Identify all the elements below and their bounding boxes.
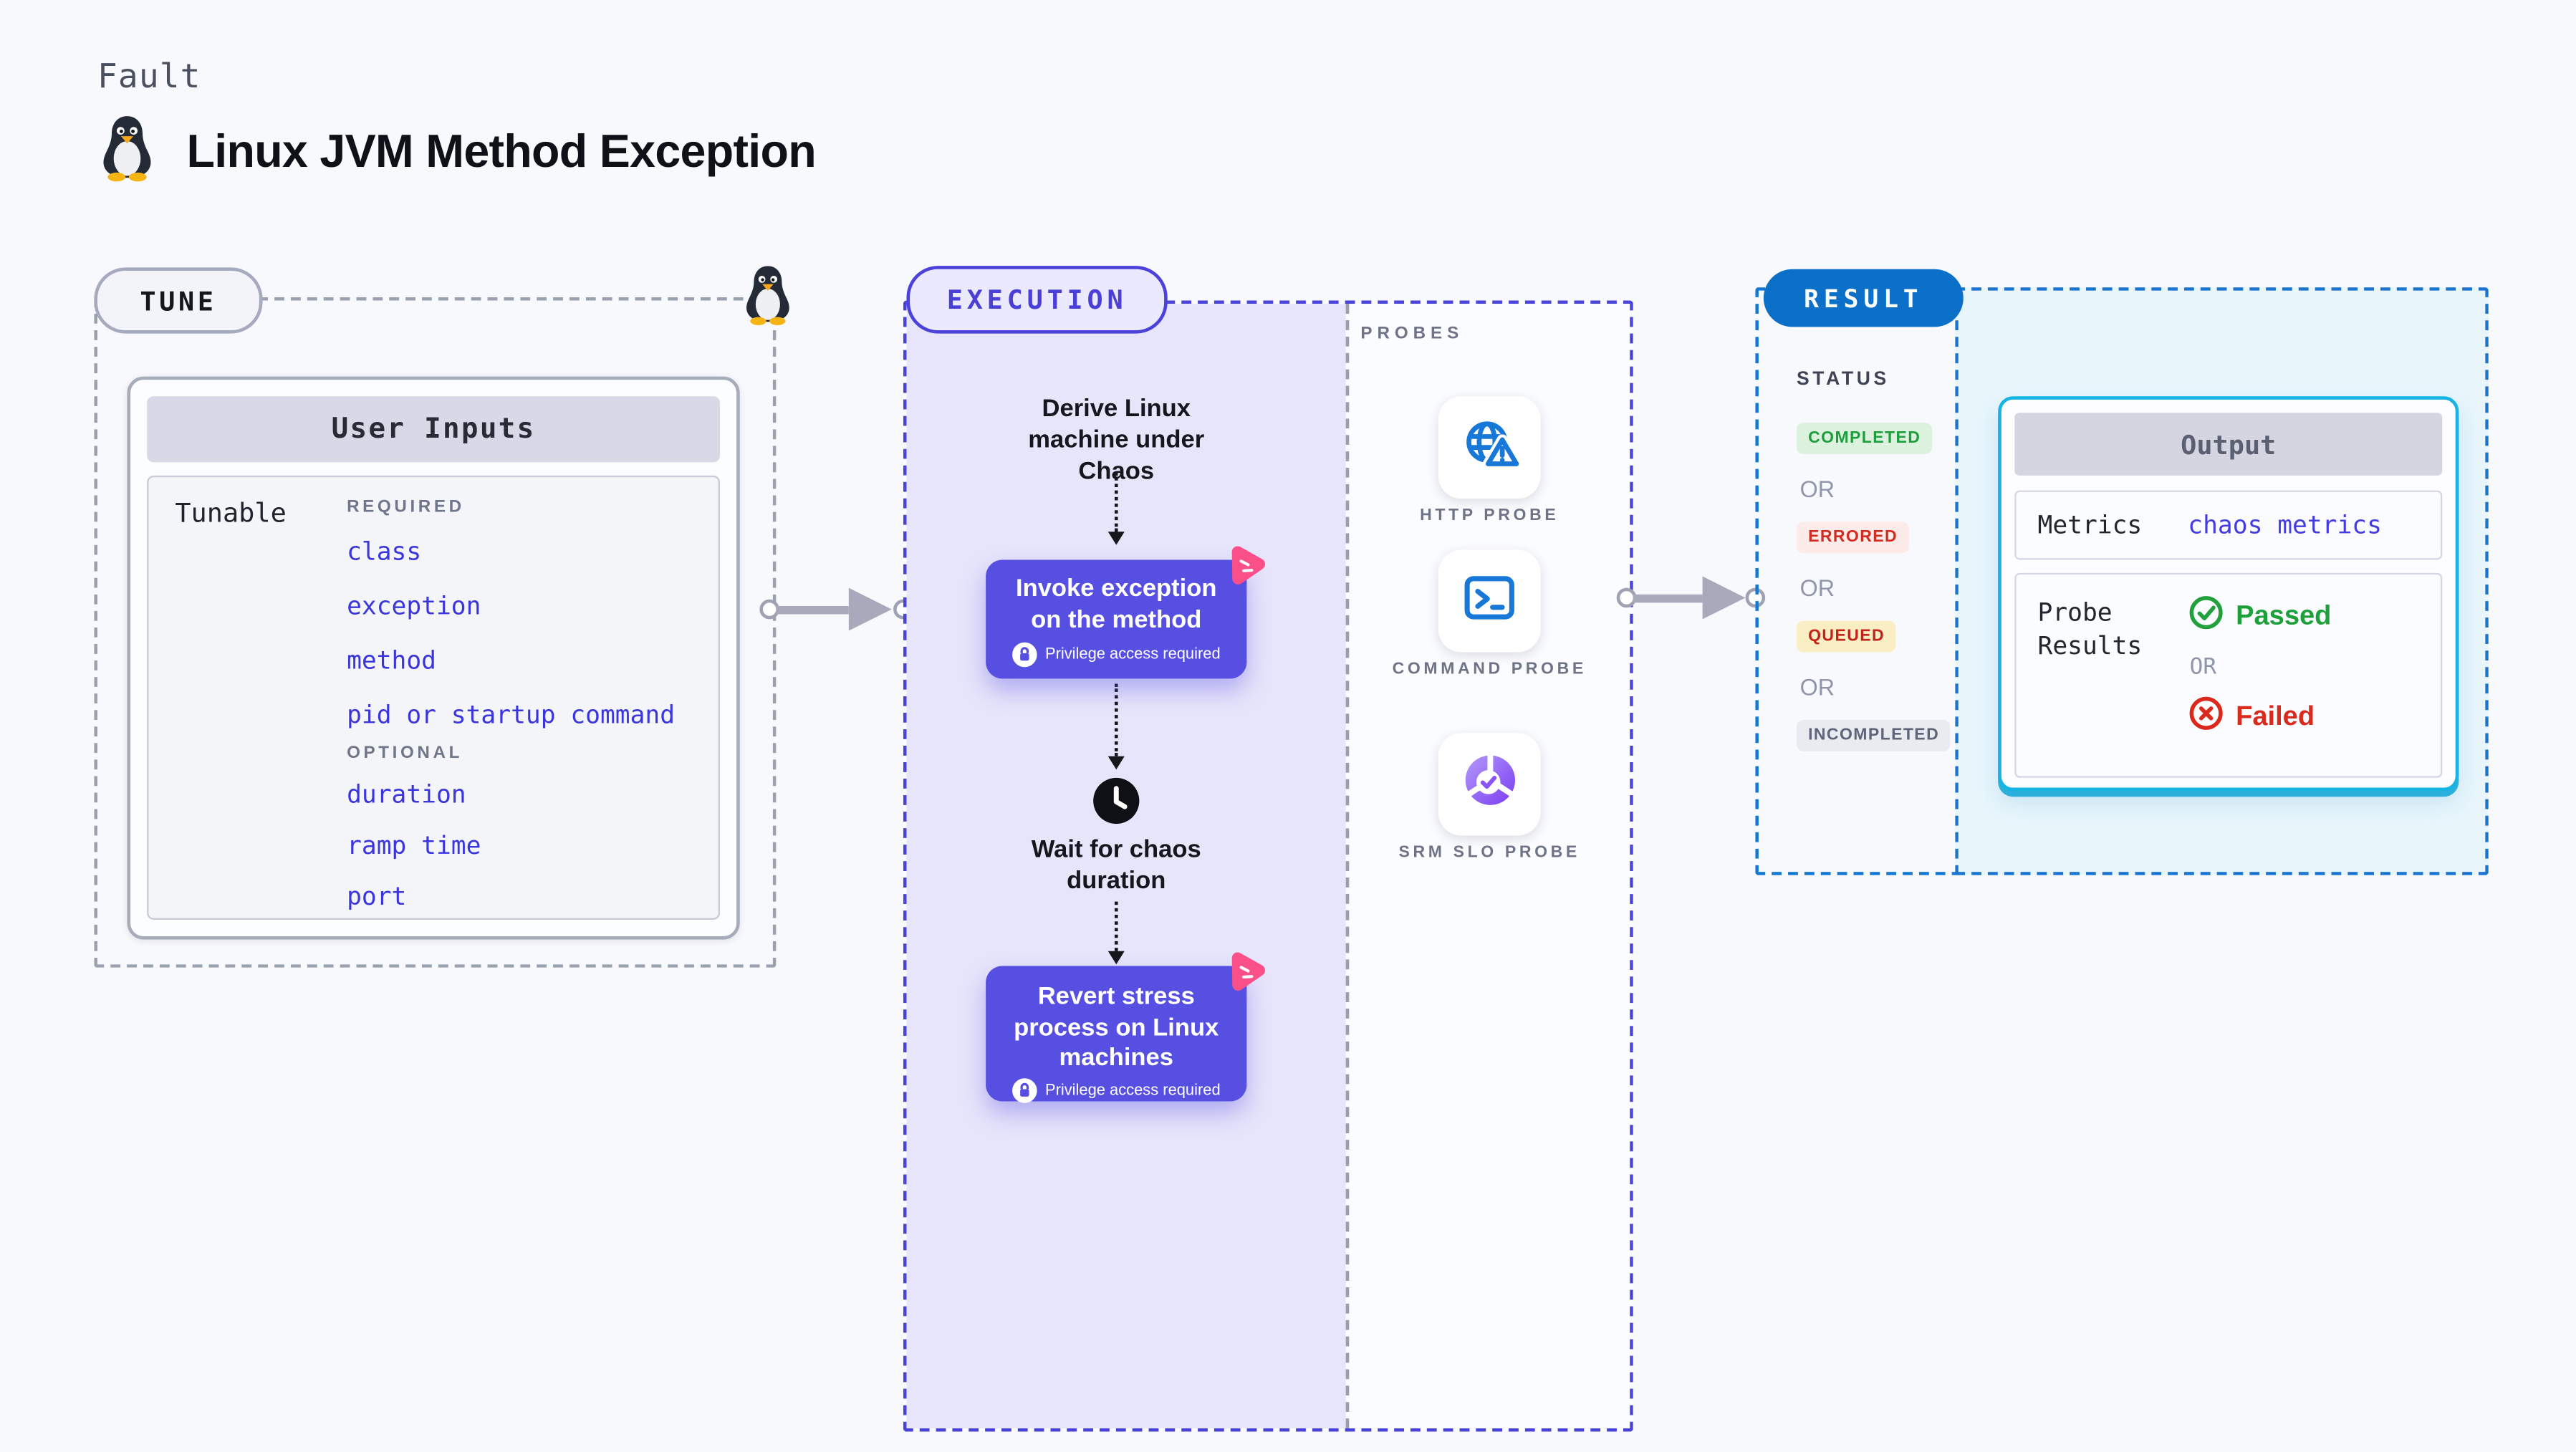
status-badge-incompleted: INCOMPLETED — [1796, 720, 1951, 751]
tunable-link-ramp-time[interactable]: ramp time — [347, 830, 481, 860]
tunable-link-class[interactable]: class — [347, 537, 422, 567]
node-revert-stress[interactable]: Revert stress process on Linux machines … — [986, 952, 1266, 1102]
tune-section-badge: TUNE — [94, 267, 263, 334]
tunable-link-method[interactable]: method — [347, 645, 436, 675]
failed-x-icon — [2188, 695, 2224, 739]
output-card: Output Metrics chaos metrics Probe Resul… — [1998, 396, 2459, 792]
command-probe-label: COMMAND PROBE — [1392, 660, 1587, 679]
status-badge-errored: ERRORED — [1796, 521, 1910, 554]
probes-label: PROBES — [1360, 323, 1464, 344]
output-title: Output — [2014, 413, 2443, 476]
privilege-row: Privilege access required — [986, 1077, 1246, 1102]
result-section-badge: RESULT — [1763, 269, 1964, 327]
lock-icon — [1011, 1077, 1037, 1102]
probe-results-values: Passed OR Failed — [2188, 574, 2331, 776]
required-label: REQUIRED — [347, 496, 465, 517]
optional-label: OPTIONAL — [347, 743, 463, 763]
privilege-note: Privilege access required — [1044, 1080, 1221, 1100]
http-probe-card[interactable] — [1438, 396, 1541, 499]
tunable-link-port[interactable]: port — [347, 881, 407, 912]
tunable-link-exception[interactable]: exception — [347, 591, 481, 621]
linux-penguin-corner-icon — [740, 263, 796, 334]
fault-kicker: Fault — [97, 56, 201, 96]
linux-penguin-icon — [96, 112, 159, 190]
globe-warning-icon — [1459, 415, 1522, 480]
execution-lane — [906, 304, 1346, 1428]
node-invoke-exception[interactable]: Invoke exception on the method Privilege… — [986, 546, 1266, 679]
tunable-row-label: Tunable — [175, 496, 287, 529]
status-badge-completed: COMPLETED — [1796, 423, 1933, 454]
user-inputs-card: User Inputs Tunable REQUIRED class excep… — [127, 376, 740, 940]
chaos-pinwheel-icon — [1220, 948, 1269, 1005]
passed-label: Passed — [2236, 601, 2332, 631]
lock-icon — [1011, 642, 1037, 668]
probe-results-row: Probe Results Passed OR — [2014, 572, 2443, 778]
or-separator: OR — [1799, 673, 1835, 701]
user-inputs-title: User Inputs — [147, 396, 721, 463]
status-label: STATUS — [1796, 370, 1890, 390]
title-row: Linux JVM Method Exception — [96, 112, 817, 190]
node-invoke-label: Invoke exception on the method — [1015, 574, 1217, 634]
http-probe-label: HTTP PROBE — [1420, 506, 1559, 526]
tunable-link-duration[interactable]: duration — [347, 779, 466, 809]
node-revert-label: Revert stress process on Linux machines — [1014, 982, 1219, 1072]
status-column: STATUS COMPLETED OR ERRORED OR QUEUED OR… — [1796, 370, 1955, 772]
page-title: Linux JVM Method Exception — [186, 125, 817, 176]
srm-slo-probe-label: SRM SLO PROBE — [1398, 843, 1580, 862]
step-wait-duration: Wait for chaos duration — [1031, 835, 1201, 895]
step-derive-machine: Derive Linux machine under Chaos — [1028, 394, 1205, 486]
privilege-note: Privilege access required — [1044, 645, 1221, 664]
status-badge-queued: QUEUED — [1796, 620, 1897, 653]
terminal-icon — [1460, 567, 1519, 635]
probe-results-label: Probe Results — [2037, 597, 2143, 661]
srm-slo-probe-card[interactable] — [1438, 733, 1541, 836]
flow-arrowhead — [1108, 532, 1125, 545]
metrics-label: Metrics — [2037, 510, 2143, 540]
or-separator: OR — [1799, 475, 1835, 502]
flow-arrowhead — [1108, 756, 1125, 770]
tunable-link-pid[interactable]: pid or startup command — [347, 700, 676, 730]
chaos-metrics-link[interactable]: chaos metrics — [2188, 510, 2382, 540]
slo-donut-icon — [1459, 750, 1520, 819]
flow-arrow — [1114, 472, 1118, 532]
privilege-row: Privilege access required — [986, 642, 1246, 668]
probes-divider — [1345, 304, 1350, 1428]
tune-region — [94, 297, 777, 968]
or-separator: OR — [1799, 574, 1835, 602]
tunables-table: Tunable REQUIRED class exception method … — [147, 475, 721, 920]
failed-label: Failed — [2236, 701, 2315, 732]
flow-arrow — [1114, 683, 1118, 756]
passed-check-icon — [2188, 595, 2224, 639]
tunables-list: REQUIRED class exception method pid or s… — [347, 497, 675, 918]
execution-section-badge: EXECUTION — [906, 266, 1168, 334]
flow-arrowhead — [1108, 951, 1125, 965]
metrics-row: Metrics chaos metrics — [2014, 490, 2443, 560]
command-probe-card[interactable] — [1438, 549, 1541, 653]
wait-clock-icon — [1092, 776, 1141, 834]
chaos-pinwheel-icon — [1220, 542, 1269, 599]
execution-region — [903, 300, 1633, 1432]
flow-arrow — [1114, 901, 1118, 951]
or-separator: OR — [2189, 653, 2217, 681]
